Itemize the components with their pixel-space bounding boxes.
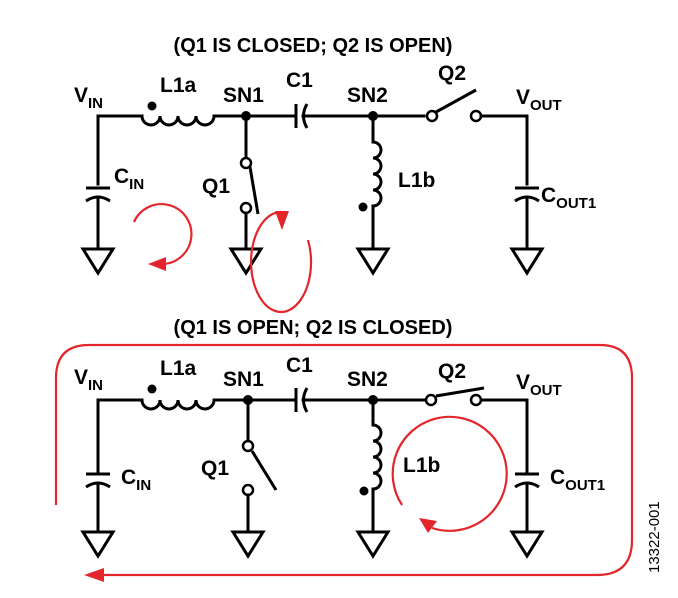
figure-id: 13322-001 bbox=[646, 501, 663, 573]
q2-switch-blade bbox=[435, 386, 485, 398]
ground-icon bbox=[80, 247, 116, 276]
c1-label: C1 bbox=[286, 69, 313, 92]
current-arrow-icon bbox=[275, 211, 289, 230]
ground-icon bbox=[509, 247, 545, 276]
l1a-inductor bbox=[140, 399, 216, 411]
cin-label: CIN bbox=[114, 165, 144, 193]
cin-label: CIN bbox=[121, 466, 151, 494]
cout-label: COUT1 bbox=[541, 184, 596, 212]
sn2-label: SN2 bbox=[347, 368, 388, 391]
q2-label: Q2 bbox=[438, 360, 466, 383]
vout-wire bbox=[479, 398, 529, 474]
vin-wire bbox=[96, 114, 144, 186]
current-loop-l1b bbox=[391, 415, 508, 532]
q2-contact-left bbox=[425, 109, 439, 123]
vout-label: VOUT bbox=[516, 86, 562, 114]
ground-icon bbox=[80, 530, 116, 559]
l1b-dot bbox=[358, 202, 368, 212]
ground-icon bbox=[509, 530, 545, 559]
ground-icon bbox=[228, 247, 264, 276]
l1b-dot bbox=[359, 486, 369, 496]
l1b-inductor bbox=[372, 140, 383, 208]
panel-q1-closed: (Q1 IS CLOSED; Q2 IS OPEN) VIN L1a SN1 C… bbox=[74, 35, 596, 314]
q2-switch-blade bbox=[435, 88, 477, 114]
ground-icon bbox=[355, 247, 391, 276]
l1a-inductor bbox=[140, 115, 216, 127]
q1-label: Q1 bbox=[201, 457, 229, 480]
c1-label: C1 bbox=[286, 354, 313, 377]
l1b-inductor bbox=[372, 423, 383, 491]
panel-q1-open: (Q1 IS OPEN; Q2 IS CLOSED) VIN L1a SN1 C… bbox=[54, 317, 663, 582]
l1b-label: L1b bbox=[403, 454, 440, 477]
q1-contact-top bbox=[239, 156, 253, 170]
q2-contact-left bbox=[424, 393, 438, 407]
q2-label: Q2 bbox=[438, 62, 466, 85]
l1a-label: L1a bbox=[160, 357, 197, 380]
sn1-label: SN1 bbox=[223, 84, 264, 107]
l1a-label: L1a bbox=[160, 74, 197, 97]
vout-label: VOUT bbox=[516, 371, 562, 399]
cout-label: COUT1 bbox=[550, 466, 605, 494]
current-path-outer bbox=[54, 343, 634, 577]
sn1-label: SN1 bbox=[223, 368, 264, 391]
l1b-label: L1b bbox=[398, 169, 435, 192]
q1-label: Q1 bbox=[202, 175, 230, 198]
q1-switch-blade bbox=[248, 166, 260, 215]
current-loop-c1 bbox=[249, 210, 313, 314]
vin-label: VIN bbox=[74, 366, 103, 394]
l1a-dot bbox=[147, 101, 157, 111]
vout-wire bbox=[479, 114, 529, 186]
ground-icon bbox=[355, 530, 391, 559]
vin-label: VIN bbox=[74, 84, 103, 112]
ground-icon bbox=[230, 530, 266, 559]
l1a-dot bbox=[147, 384, 157, 394]
current-arrow-icon bbox=[148, 257, 166, 271]
q1-contact-top bbox=[241, 439, 255, 453]
sn2-label: SN2 bbox=[347, 84, 388, 107]
panel-title: (Q1 IS OPEN; Q2 IS CLOSED) bbox=[174, 317, 453, 339]
q1-switch-blade bbox=[250, 450, 278, 491]
panel-title: (Q1 IS CLOSED; Q2 IS OPEN) bbox=[174, 35, 453, 57]
current-arrow-icon bbox=[419, 518, 437, 533]
current-loop-cin bbox=[132, 203, 193, 266]
vin-wire bbox=[96, 398, 144, 474]
current-arrow-icon bbox=[84, 568, 104, 582]
